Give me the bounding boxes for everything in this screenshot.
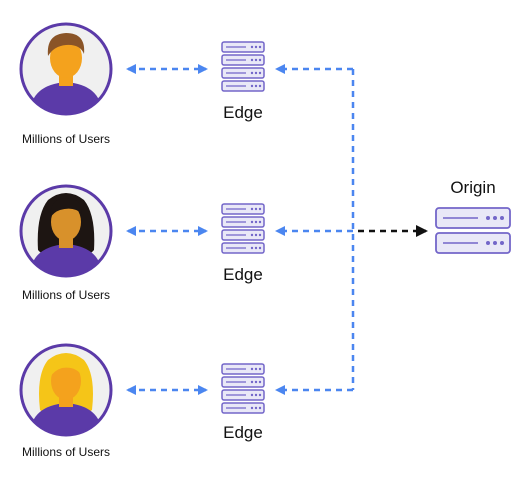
origin-label: Origin <box>450 178 496 197</box>
user-group-label-2: Millions of Users <box>21 288 111 302</box>
user-edge-connectors <box>126 64 208 395</box>
edge-label-1: Edge <box>223 103 263 122</box>
server-rack-icon <box>221 41 265 92</box>
edge-label-3: Edge <box>223 423 263 442</box>
user-group-label-3: Millions of Users <box>21 445 111 459</box>
server-rack-icon <box>221 363 265 414</box>
edge-label-2: Edge <box>223 265 263 284</box>
edge-origin-bus <box>275 64 355 395</box>
user-group-label-1: Millions of Users <box>21 132 111 146</box>
server-stack-icon <box>435 207 511 254</box>
male-user-avatar <box>19 22 113 116</box>
female-user-avatar-blonde-hair <box>19 343 113 437</box>
server-rack-icon <box>221 203 265 254</box>
female-user-avatar-dark-hair <box>19 184 113 278</box>
